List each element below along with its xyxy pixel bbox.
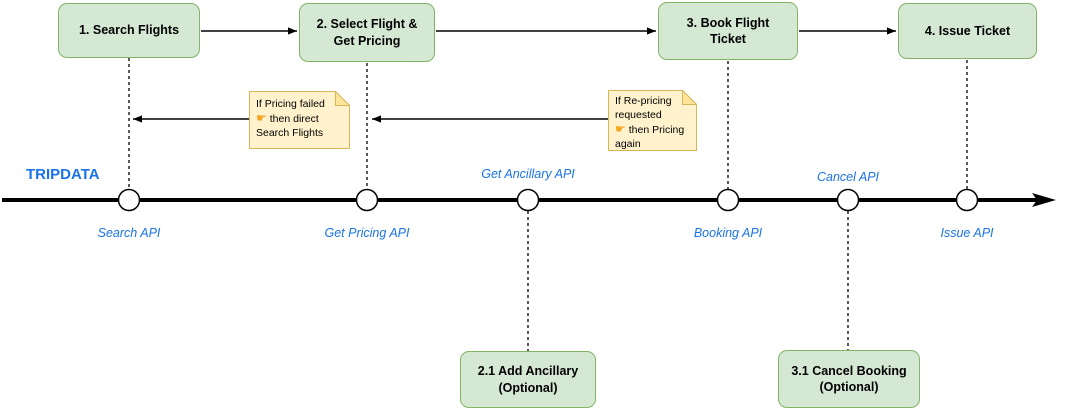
note-line: If Re-pricing xyxy=(615,95,672,107)
api-label-get-ancillary: Get Ancillary API xyxy=(481,167,575,181)
step-box-book-flight-ticket: 3. Book Flight Ticket xyxy=(658,2,798,60)
api-label-search: Search API xyxy=(97,226,161,240)
note-line: again xyxy=(615,138,641,150)
timeline-node-search xyxy=(117,188,141,212)
timeline-title: TRIPDATA xyxy=(26,166,100,183)
note-line: requested xyxy=(615,109,662,121)
timeline-arrowhead-icon xyxy=(1032,193,1056,207)
timeline-node-issue xyxy=(955,188,979,212)
pointing-hand-icon: ☛ xyxy=(256,111,267,125)
step-box-add-ancillary-optional: 2.1 Add Ancillary (Optional) xyxy=(460,351,596,408)
timeline-node-ancillary xyxy=(516,188,540,212)
timeline-node-cancel xyxy=(836,188,860,212)
note-repricing-requested: If Re-pricing requested ☛then Pricing ag… xyxy=(608,90,697,151)
api-label-booking: Booking API xyxy=(693,226,763,240)
pointing-hand-icon: ☛ xyxy=(615,122,626,136)
timeline-node-booking xyxy=(716,188,740,212)
note-pricing-failed: If Pricing failed ☛then direct Search Fl… xyxy=(249,91,350,149)
note-line-text: then Pricing xyxy=(628,124,685,136)
step-box-issue-ticket: 4. Issue Ticket xyxy=(898,3,1037,59)
api-label-cancel: Cancel API xyxy=(816,170,880,184)
step-box-cancel-booking-optional: 3.1 Cancel Booking (Optional) xyxy=(778,350,920,408)
note-shape xyxy=(249,91,350,149)
note-text: If Re-pricing requested ☛then Pricing ag… xyxy=(608,90,697,151)
note-line-text: then direct xyxy=(269,113,319,125)
note-line: Search Flights xyxy=(256,127,324,139)
step-box-search-flights: 1. Search Flights xyxy=(58,3,200,58)
note-shape xyxy=(608,90,697,151)
api-label-get-pricing: Get Pricing API xyxy=(324,226,410,240)
note-line: ☛then direct xyxy=(256,111,346,126)
api-label-issue: Issue API xyxy=(940,226,994,240)
note-line: If Pricing failed xyxy=(256,98,325,110)
timeline-node-pricing xyxy=(355,188,379,212)
note-text: If Pricing failed ☛then direct Search Fl… xyxy=(249,91,350,140)
note-line: ☛then Pricing xyxy=(615,122,693,137)
step-box-select-flight-get-pricing: 2. Select Flight & Get Pricing xyxy=(299,3,435,62)
